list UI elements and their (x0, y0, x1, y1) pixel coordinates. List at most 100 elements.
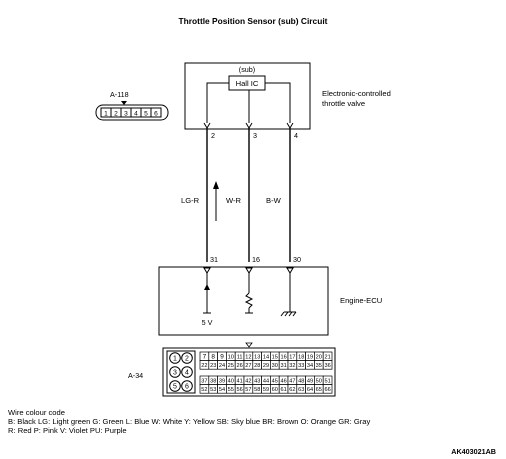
pin-number: 40 (228, 379, 234, 385)
pin-number: 42 (245, 379, 251, 385)
ecu-terminal-icon (203, 267, 211, 274)
round-pin-number: 1 (173, 356, 177, 363)
pin-number: 31 (280, 363, 286, 369)
pin-number: 37 (201, 379, 207, 385)
ecu-terminal-icon (245, 267, 253, 274)
arrow-head-icon (213, 181, 219, 189)
pin-number: 62 (289, 387, 295, 393)
pin-number: 26 (236, 363, 242, 369)
pin-number: 14 (263, 355, 269, 361)
round-pin (169, 352, 181, 364)
pin-number: 38 (210, 379, 216, 385)
pin-number: 43 (254, 379, 260, 385)
pin-number: 45 (272, 379, 278, 385)
legend-line-1: B: Black LG: Light green G: Green L: Blu… (8, 417, 371, 426)
pin-number: 7 (203, 354, 207, 361)
ecu-name-label: Engine-ECU (340, 296, 382, 305)
pin-number: 24 (219, 363, 225, 369)
ground-hatch (288, 311, 293, 317)
sensor-internal-wire-right (265, 82, 291, 123)
pin-number: 41 (236, 379, 242, 385)
pin-number: 48 (298, 379, 304, 385)
ground-hatch (284, 311, 289, 317)
round-pin (181, 366, 193, 378)
pin-number: 61 (280, 387, 286, 393)
connector-pin-number: 1 (104, 111, 108, 118)
pin-number: 19 (307, 355, 313, 361)
pin-number: 34 (307, 363, 313, 369)
pin-number: 21 (324, 355, 330, 361)
pin-number: 53 (210, 387, 216, 393)
wire-color-label: LG-R (181, 196, 200, 205)
sensor-internal-wire-left (206, 82, 229, 123)
connector-pin-number: 6 (154, 111, 158, 118)
pin-number: 16 (280, 355, 286, 361)
pin-number: 22 (201, 363, 207, 369)
pin-number: 52 (201, 387, 207, 393)
pin-number: 59 (263, 387, 269, 393)
ecu-pin-label: 31 (210, 255, 218, 264)
ecu-supply-voltage: 5 V (202, 318, 213, 327)
pin-number: 15 (272, 355, 278, 361)
pin-number: 56 (236, 387, 242, 393)
round-pin-number: 6 (185, 384, 189, 391)
ground-hatch (292, 311, 297, 317)
hall-ic-label: Hall IC (236, 79, 259, 88)
ecu-pin-label: 16 (252, 255, 260, 264)
wire-color-label: B-W (266, 196, 282, 205)
pin-number: 44 (263, 379, 269, 385)
pin-number: 51 (324, 379, 330, 385)
pin-number: 17 (289, 355, 295, 361)
connector-a118-label: A-118 (110, 90, 129, 99)
legend-heading: Wire colour code (8, 408, 65, 417)
sensor-name-line2: throttle valve (322, 99, 365, 108)
diagram-title: Throttle Position Sensor (sub) Circuit (179, 16, 328, 26)
round-pin (181, 352, 193, 364)
engine-ecu-box (158, 266, 329, 336)
pin-number: 8 (211, 354, 215, 361)
resistor-icon (244, 292, 254, 309)
connector-pin-number: 5 (144, 111, 148, 118)
pin-number: 25 (228, 363, 234, 369)
pin-number: 46 (280, 379, 286, 385)
pin-cell (322, 360, 333, 370)
pin-number: 9 (220, 354, 224, 361)
connector-a118-pins (100, 107, 162, 118)
pin-number: 18 (298, 355, 304, 361)
ground-hatch (280, 311, 285, 317)
pin-number: 10 (228, 355, 234, 361)
wire-color-label: W-R (226, 196, 242, 205)
connector-latch-icon (245, 342, 253, 348)
pin-cell (322, 384, 333, 394)
connector-pin-number: 2 (114, 111, 118, 118)
pin-number: 13 (254, 355, 260, 361)
pin-number: 33 (298, 363, 304, 369)
connector-a34-label: A-34 (128, 371, 143, 380)
figure-code: AK403021AB (451, 447, 496, 456)
pin-number: 11 (237, 355, 243, 361)
round-pin (169, 380, 181, 392)
pin-number: 12 (245, 355, 251, 361)
sensor-pin-label: 2 (211, 131, 215, 140)
round-pin (169, 366, 181, 378)
round-pin-number: 3 (173, 370, 177, 377)
pin-number: 20 (316, 355, 322, 361)
pin-number: 39 (219, 379, 225, 385)
ecu-pin-label: 30 (293, 255, 301, 264)
pin-number: 60 (272, 387, 278, 393)
pin-number: 23 (210, 363, 216, 369)
pin-number: 65 (316, 387, 322, 393)
pin-number: 66 (324, 387, 330, 393)
pin-number: 54 (219, 387, 225, 393)
pin-number: 35 (316, 363, 322, 369)
pin-number: 58 (254, 387, 260, 393)
connector-latch-icon (121, 101, 127, 105)
sensor-name-line1: Electronic-controlled (322, 89, 391, 98)
round-pin-number: 5 (173, 384, 177, 391)
pin-number: 30 (272, 363, 278, 369)
pin-number: 27 (245, 363, 251, 369)
pin-number: 49 (307, 379, 313, 385)
